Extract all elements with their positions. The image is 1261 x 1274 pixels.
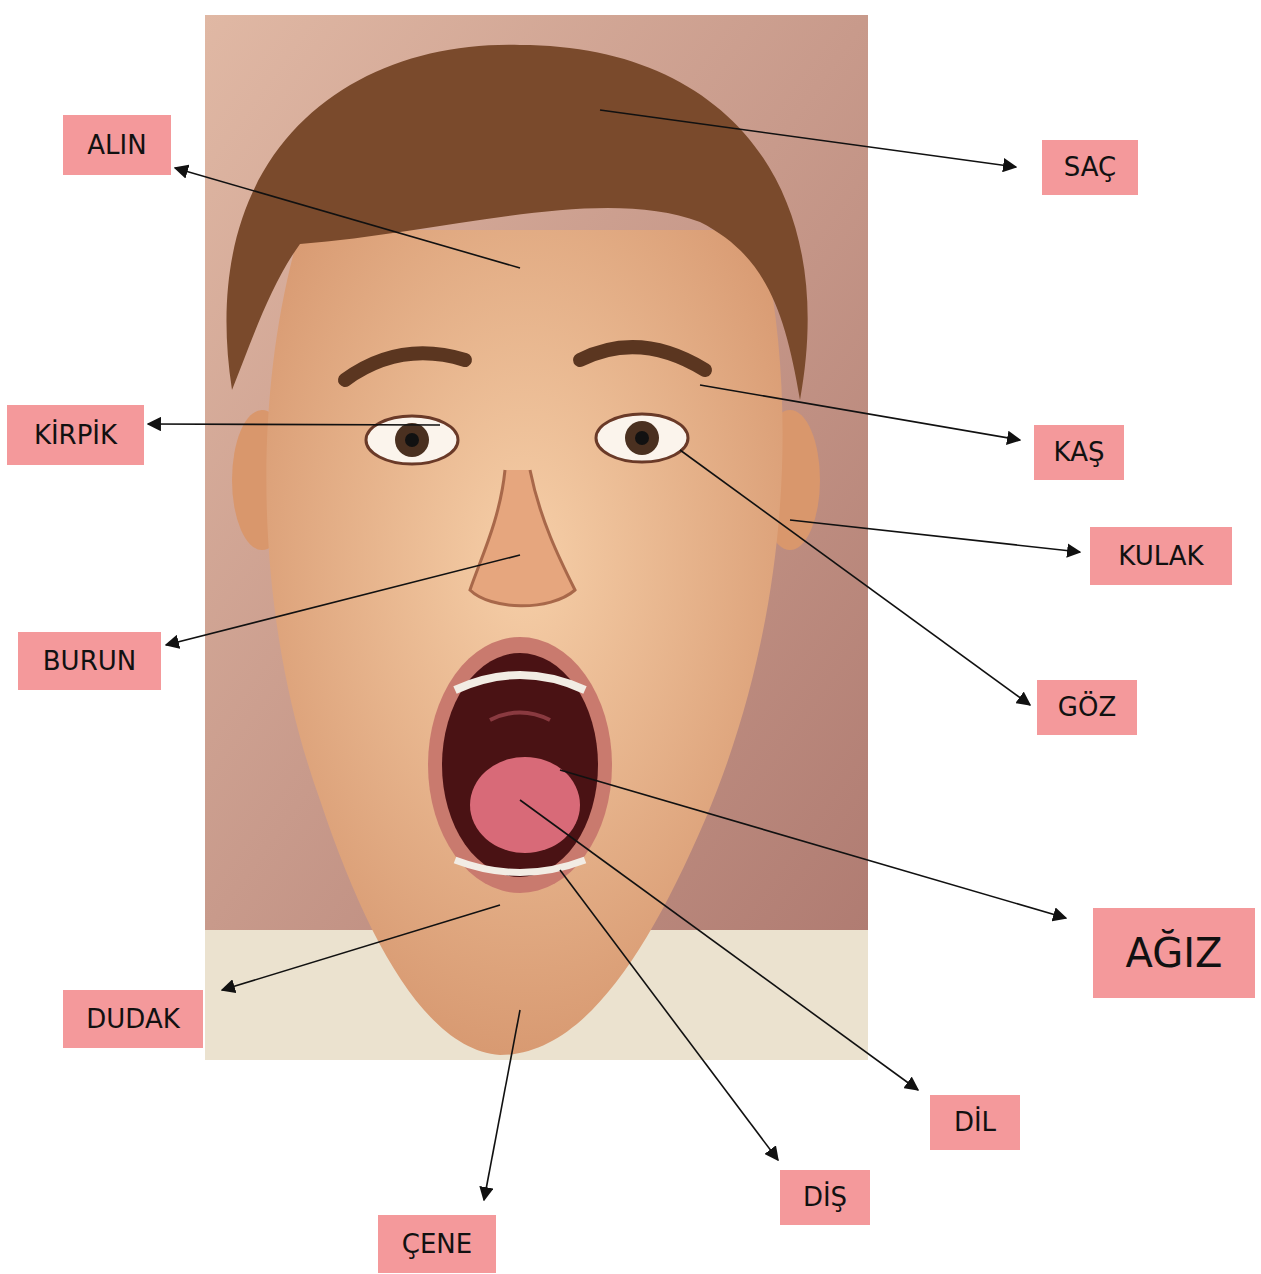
part-name: KULAK [1118,542,1203,571]
eyebrows [345,347,705,380]
part-name: KAŞ [1054,438,1105,467]
leader-arrows [148,110,1080,1200]
part-name: BURUN [43,647,136,676]
hair [226,45,807,400]
part-name: ÇENE [402,1230,472,1259]
label-box: DİŞ [780,1170,870,1225]
label-box: ALIN [63,115,171,175]
photo-background [205,15,868,1060]
mouth [428,637,612,893]
label-box: KULAK [1090,527,1232,585]
label-box: GÖZ [1037,680,1137,735]
part-name: DİŞ [803,1183,847,1212]
part-name: SAÇ [1064,153,1116,182]
part-name: AĞIZ [1126,931,1223,975]
face [266,230,782,1055]
label-box: AĞIZ [1093,908,1255,998]
label-box: ÇENE [378,1215,496,1273]
part-name: DİL [954,1108,996,1137]
part-name: GÖZ [1058,693,1116,722]
label-box: KAŞ [1034,425,1124,480]
eyes [366,414,688,464]
part-name: DUDAK [86,1005,179,1034]
part-name: KİRPİK [34,421,117,450]
nose [470,470,575,606]
label-box: DİL [930,1095,1020,1150]
label-box: KİRPİK [7,405,144,465]
label-box: SAÇ [1042,140,1138,195]
label-box: DUDAK [63,990,203,1048]
label-box: BURUN [18,632,161,690]
part-name: ALIN [87,131,146,160]
